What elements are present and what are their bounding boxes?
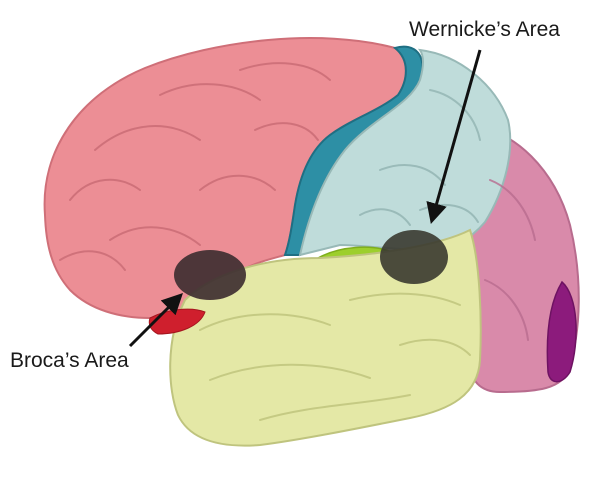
brocas-area-label: Broca’s Area: [10, 349, 129, 372]
wernickes-area-label: Wernicke’s Area: [409, 18, 560, 41]
temporal-lobe: [169, 228, 482, 447]
occipital-texture: [484, 179, 536, 341]
gyri-texture: [59, 62, 331, 271]
occipital-pole: [546, 280, 577, 383]
temporal-texture: [199, 292, 471, 421]
wernickes-area: [380, 230, 448, 284]
broca-arrow: [128, 293, 183, 348]
brocas-area: [174, 250, 246, 300]
wernicke-arrow: [426, 49, 482, 225]
